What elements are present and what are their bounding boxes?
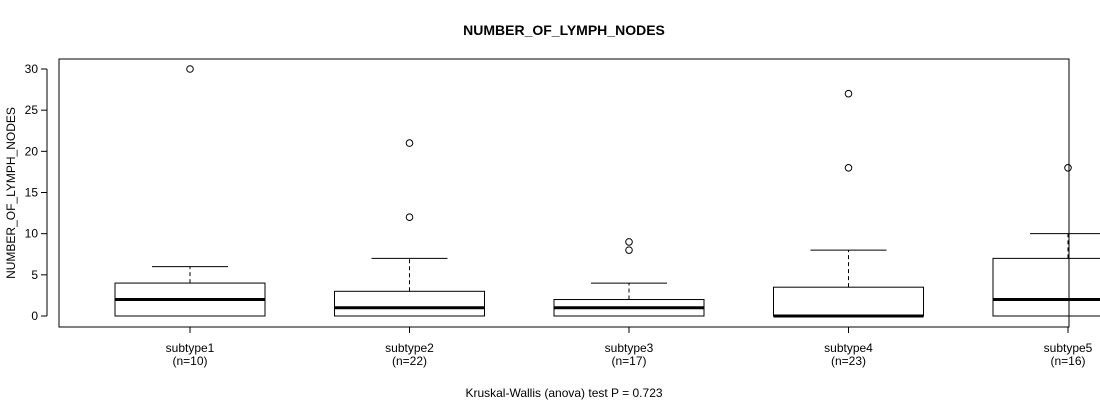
x-tick-label: subtype5 (1044, 341, 1093, 355)
outlier-point (1064, 164, 1072, 172)
x-tick-count: (n=16) (1050, 354, 1085, 368)
x-tick-count: (n=10) (172, 354, 207, 368)
x-tick-count: (n=23) (831, 354, 866, 368)
outlier-point (405, 213, 414, 221)
plot-frame (58, 58, 1070, 328)
x-tick-label: subtype3 (605, 341, 654, 355)
y-tick-label: 0 (31, 309, 38, 323)
box-subtype3 (553, 238, 705, 317)
y-axis: 0 5 10 15 20 25 30 (25, 62, 48, 323)
x-axis-label: Kruskal-Wallis (anova) test P = 0.723 (465, 386, 662, 400)
box (334, 290, 485, 317)
outlier-point (625, 238, 633, 246)
box-subtype1 (114, 65, 266, 317)
x-axis: subtype1(n=10)subtype2(n=22)subtype3(n=1… (166, 327, 1093, 368)
x-tick-label: subtype1 (166, 341, 215, 355)
outlier-point (186, 65, 194, 73)
box-subtype5 (992, 164, 1100, 317)
outlier-point (844, 89, 853, 98)
x-tick-count: (n=17) (611, 354, 646, 368)
box-subtype4 (773, 89, 924, 318)
y-tick-label: 10 (25, 227, 39, 241)
y-tick-label: 30 (25, 62, 39, 76)
x-tick-label: subtype4 (824, 341, 873, 355)
outlier-point (405, 139, 414, 147)
x-tick-label: subtype2 (385, 341, 434, 355)
x-tick-count: (n=22) (392, 354, 427, 368)
outlier-point (625, 246, 633, 254)
boxes (114, 65, 1100, 318)
chart-title: NUMBER_OF_LYMPH_NODES (463, 22, 665, 38)
y-tick-label: 5 (31, 268, 38, 282)
y-tick-label: 25 (25, 103, 39, 117)
box-subtype2 (334, 139, 485, 317)
box (773, 286, 924, 317)
y-tick-label: 15 (25, 186, 39, 200)
box (992, 257, 1100, 317)
y-tick-label: 20 (25, 144, 39, 158)
y-axis-label: NUMBER_OF_LYMPH_NODES (4, 107, 18, 279)
outlier-point (844, 164, 853, 172)
